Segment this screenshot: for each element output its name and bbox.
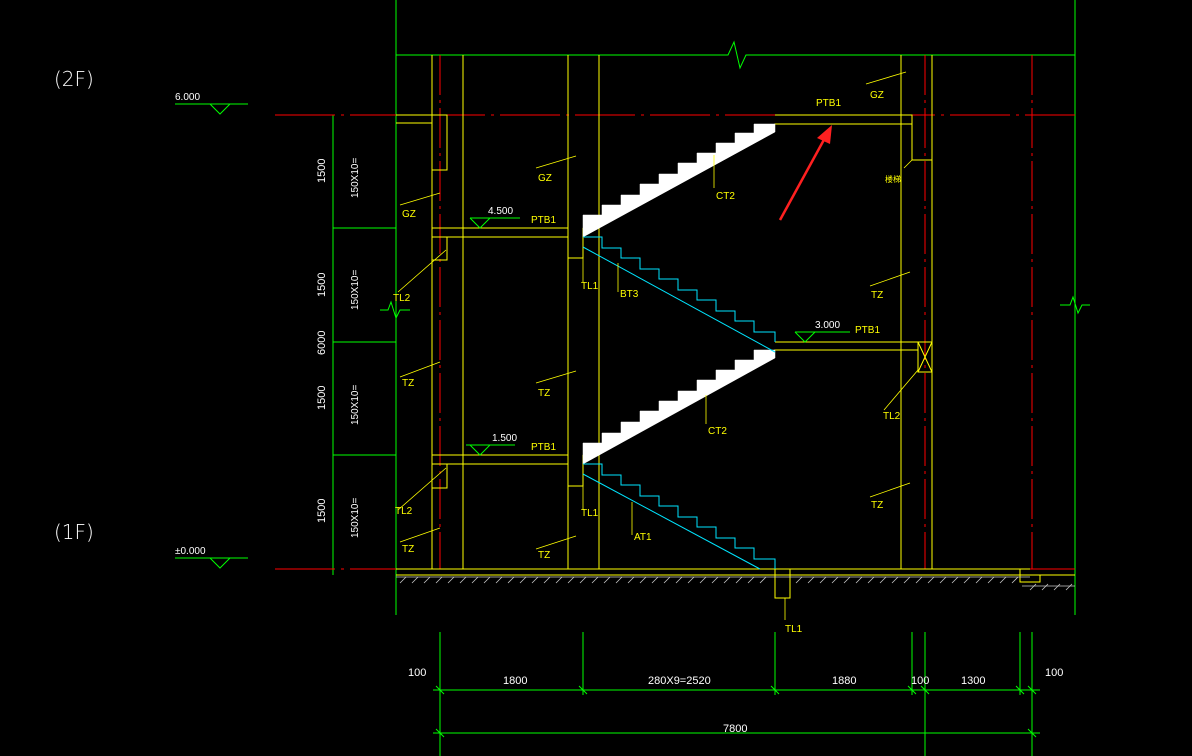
hdim-right-edge: 100 <box>1045 667 1063 679</box>
label-tz: TZ <box>871 290 883 301</box>
label-gz: GZ <box>538 173 552 184</box>
label-tl2: TL2 <box>393 293 411 304</box>
level-markers <box>175 103 850 569</box>
level-3000: 3.000 <box>815 320 840 331</box>
vdim-steps: 150X10= <box>350 158 361 198</box>
horizontal-dimensions: 100 100 1800 280X9=2520 1880 100 1300 78… <box>408 667 1063 735</box>
hdim-segment: 1800 <box>503 675 527 687</box>
vdim-steps: 150X10= <box>350 498 361 538</box>
label-ptb1: PTB1 <box>855 325 880 336</box>
vertical-dimensions: 1500 1500 6000 1500 1500 150X10= 150X10=… <box>316 158 361 538</box>
stair-flights-beyond <box>582 236 776 570</box>
label-tl2: TL2 <box>883 411 901 422</box>
vdim-segment: 1500 <box>316 273 328 297</box>
label-tz: TZ <box>402 378 414 389</box>
component-labels: PTB1 GZ GZ GZ CT2 楼梯 PTB1 TL2 TL1 BT3 TZ… <box>393 90 901 635</box>
vdim-steps: 150X10= <box>350 385 361 425</box>
label-bt3: BT3 <box>620 289 639 300</box>
label-tz: TZ <box>402 544 414 555</box>
label-gz: GZ <box>402 209 416 220</box>
hdim-total: 7800 <box>723 723 747 735</box>
level-1500: 1.500 <box>492 433 517 444</box>
label-at1: AT1 <box>634 532 652 543</box>
label-note: 楼梯 <box>885 174 901 184</box>
floor-label-1f: (1F) <box>54 520 94 544</box>
vdim-segment: 1500 <box>316 499 328 523</box>
label-tz: TZ <box>871 500 883 511</box>
ground-hatch <box>396 576 1075 591</box>
label-tl1: TL1 <box>581 281 599 292</box>
label-tl1: TL1 <box>785 624 803 635</box>
floor-label-2f: (2F) <box>54 67 94 91</box>
hdim-left-edge: 100 <box>408 667 426 679</box>
level-4500: 4.500 <box>488 206 513 217</box>
hdim-segment: 280X9=2520 <box>648 675 711 687</box>
vdim-total: 6000 <box>316 331 328 355</box>
label-tz: TZ <box>538 388 550 399</box>
axis-lines <box>332 0 1090 756</box>
label-ptb1: PTB1 <box>531 215 556 226</box>
label-tl2: TL2 <box>395 506 413 517</box>
label-ct2: CT2 <box>708 426 727 437</box>
label-ptb1: PTB1 <box>816 98 841 109</box>
label-ct2: CT2 <box>716 191 735 202</box>
hdim-segment: 1880 <box>832 675 856 687</box>
hdim-segment: 100 <box>911 675 929 687</box>
level-6000: 6.000 <box>175 92 200 103</box>
vdim-steps: 150X10= <box>350 270 361 310</box>
label-tz: TZ <box>538 550 550 561</box>
component-leaders <box>397 71 919 620</box>
red-arrow-annotation <box>778 125 832 221</box>
label-gz: GZ <box>870 90 884 101</box>
vdim-segment: 1500 <box>316 159 328 183</box>
label-tl1: TL1 <box>581 508 599 519</box>
structure-lines <box>396 55 1075 599</box>
label-ptb1: PTB1 <box>531 442 556 453</box>
hdim-segment: 1300 <box>961 675 985 687</box>
vdim-segment: 1500 <box>316 386 328 410</box>
level-lines <box>275 55 1075 570</box>
stair-flight-lower <box>582 349 776 465</box>
level-0000: ±0.000 <box>175 546 206 557</box>
stair-flight-upper <box>582 123 776 238</box>
stair-flights <box>582 123 776 465</box>
